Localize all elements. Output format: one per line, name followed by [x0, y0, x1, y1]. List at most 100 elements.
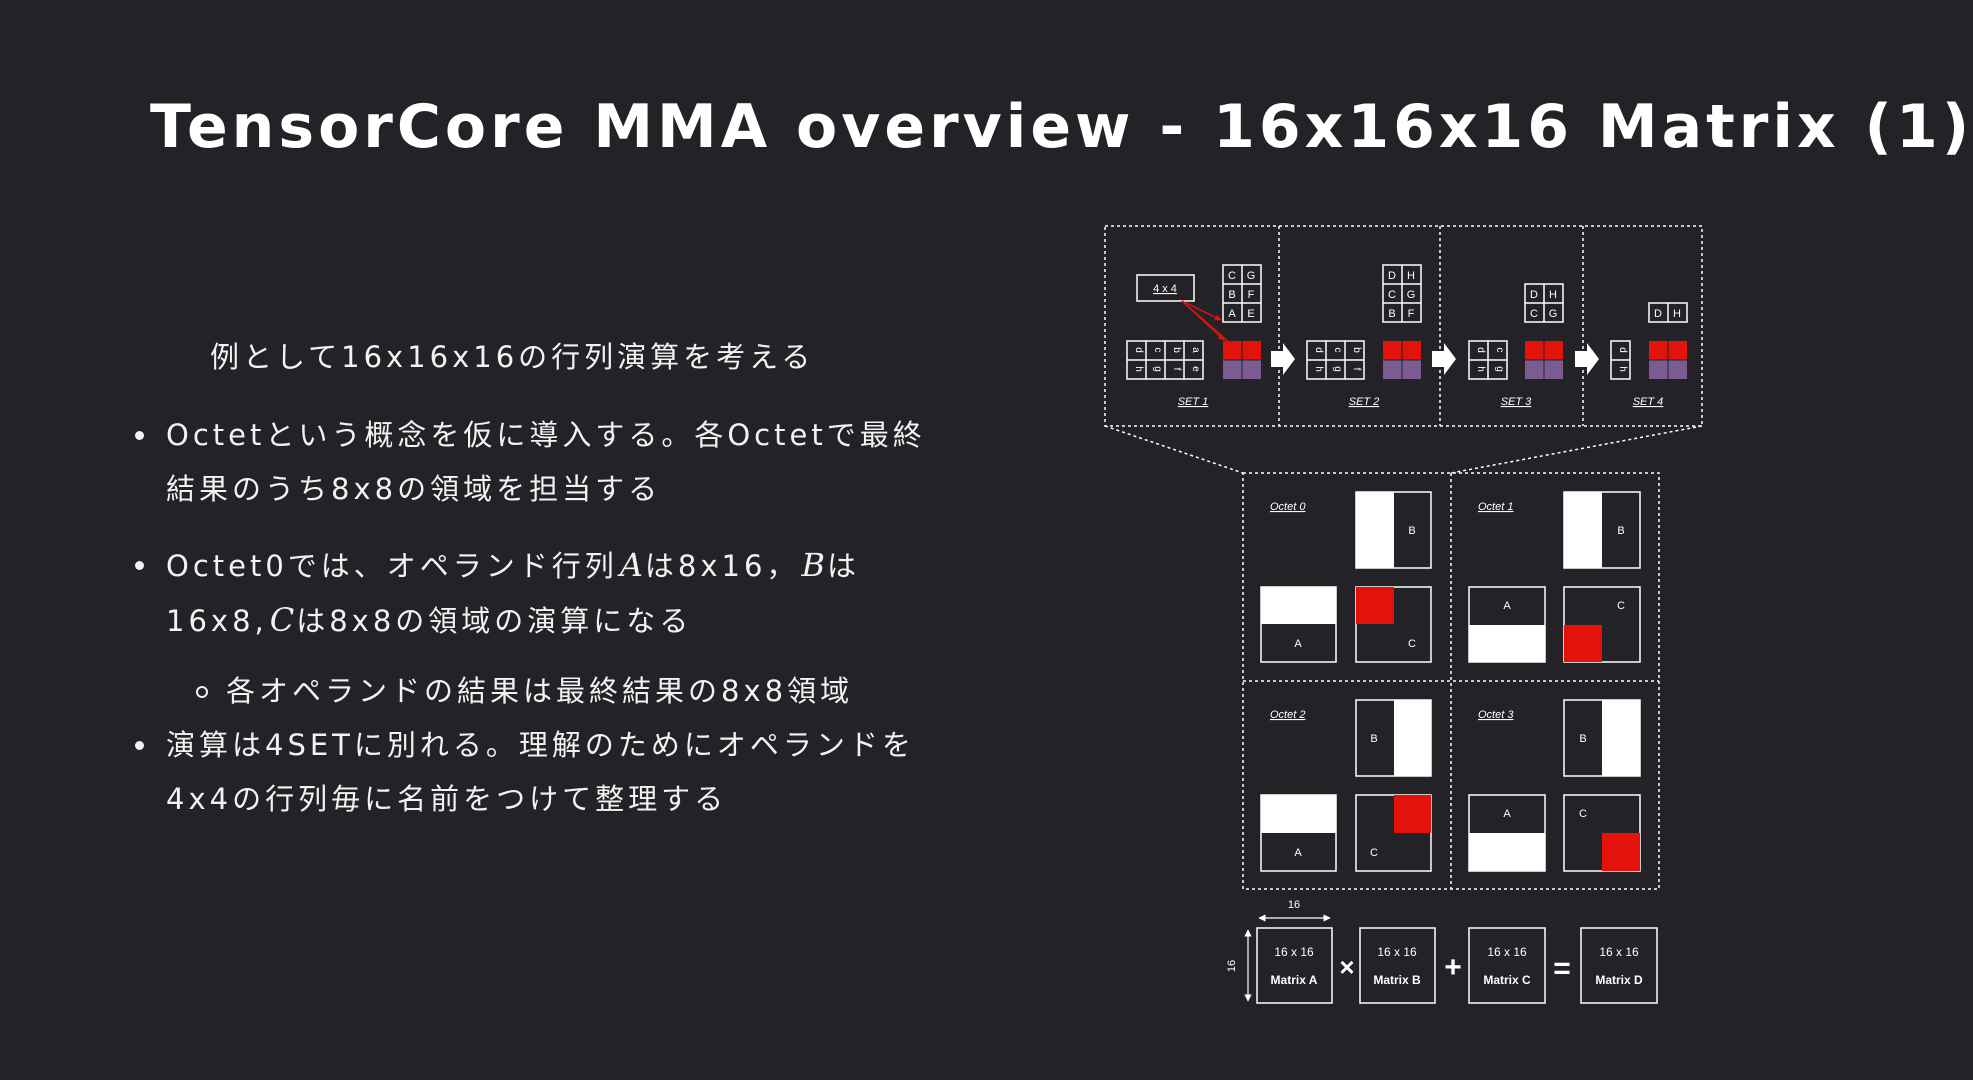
- plus-icon: +: [1444, 951, 1462, 984]
- set3-b-cell: C: [1530, 308, 1538, 320]
- matrix-c-size: 16 x 16: [1487, 945, 1527, 959]
- arrow-right-icon: [1432, 343, 1456, 375]
- set1-a-cell: e: [1190, 366, 1201, 372]
- mma-diagram: 4 x 4 C G B F A E h g f e d c b a: [1104, 225, 1703, 1004]
- math-var-a: A: [619, 546, 643, 584]
- sub-bullet-operand-result: 各オペランドの結果は最終結果の8x8領域: [130, 664, 930, 718]
- sets-panel: [1104, 225, 1703, 474]
- matrix-c-box: [1468, 927, 1546, 1004]
- arrow-right-icon: [1575, 343, 1599, 375]
- arrow-right-icon: [1271, 343, 1295, 375]
- octet-3-b-label: B: [1579, 733, 1586, 745]
- octet-3-label: Octet 3: [1478, 709, 1514, 721]
- octet-2-b-label: B: [1370, 733, 1377, 745]
- set3-a-cell: c: [1494, 348, 1505, 353]
- set4-a-cell: h: [1617, 366, 1628, 372]
- octet-1: Octet 1 B A C: [1468, 491, 1641, 663]
- set4-a-cell: d: [1617, 347, 1628, 353]
- set1-a-cell: c: [1152, 348, 1163, 353]
- octet-1-c-label: C: [1617, 600, 1625, 612]
- red-arrow-icon: [1181, 300, 1231, 344]
- set1-label: SET 1: [1178, 396, 1209, 408]
- slide-title: TensorCore MMA overview - 16x16x16 Matri…: [150, 92, 1973, 162]
- math-var-c: C: [269, 601, 295, 639]
- matrix-a-label: Matrix A: [1271, 973, 1318, 987]
- octet-panel: [1242, 472, 1660, 890]
- set2-b-cell: H: [1407, 270, 1415, 282]
- set4-label: SET 4: [1633, 396, 1664, 408]
- octet-0: Octet 0 B A C: [1260, 491, 1432, 663]
- set2-b-cell: G: [1407, 289, 1416, 301]
- octet-3-a-label: A: [1503, 808, 1511, 820]
- set4-result-block: [1649, 341, 1687, 379]
- set2-b-cell: C: [1388, 289, 1396, 301]
- set-1: 4 x 4 C G B F A E h g f e d c b a: [1126, 264, 1262, 408]
- set2-a-cell: f: [1351, 368, 1362, 371]
- set1-a-cell: d: [1133, 347, 1144, 353]
- set3-label: SET 3: [1501, 396, 1532, 408]
- octet-2-label: Octet 2: [1270, 709, 1305, 721]
- octet-2-a-label: A: [1294, 847, 1302, 859]
- set1-a-cell: g: [1152, 366, 1163, 372]
- set1-a-cell: h: [1133, 366, 1144, 372]
- math-var-b: B: [801, 546, 825, 584]
- set3-b-cell: G: [1549, 308, 1558, 320]
- set1-a-cell: f: [1171, 368, 1182, 371]
- set-4: D H h d SET 4: [1610, 302, 1688, 408]
- set2-a-cell: d: [1313, 347, 1324, 353]
- octet-2: Octet 2 B A C: [1260, 699, 1432, 872]
- set3-a-cell: d: [1475, 347, 1486, 353]
- octet-0-c-label: C: [1408, 638, 1416, 650]
- set2-a-cell: g: [1332, 366, 1343, 372]
- bullet-octet0-operands: Octet0では、オペランド行列Aは8x16，Bは16x8,Cは8x8の領域の演…: [130, 538, 930, 648]
- set2-result-block: [1383, 341, 1421, 379]
- matrix-d-box: [1580, 927, 1658, 1004]
- set1-b-cell: C: [1228, 270, 1236, 282]
- times-icon: ×: [1339, 952, 1354, 982]
- tile-4x4-label: 4 x 4: [1153, 283, 1177, 295]
- matrix-d-label: Matrix D: [1595, 973, 1643, 987]
- equals-icon: =: [1553, 952, 1571, 985]
- matrix-d-size: 16 x 16: [1599, 945, 1639, 959]
- set1-b-cell: B: [1228, 289, 1235, 301]
- octet-0-b-label: B: [1408, 525, 1415, 537]
- matrix-c-label: Matrix C: [1483, 973, 1531, 987]
- width-label: 16: [1288, 899, 1300, 911]
- red-arrow-icon: [1181, 300, 1222, 321]
- set-3: D H C G h g d c SET 3: [1468, 283, 1564, 408]
- set1-a-cell: b: [1171, 347, 1182, 353]
- bullet-octet0-text-1: Octet0では、オペランド行列: [166, 549, 618, 583]
- octet-3-c-label: C: [1579, 808, 1587, 820]
- set3-b-cell: D: [1530, 289, 1538, 301]
- equation-row: 16 16 16 x 16 Matrix A × 16 x 16 Matrix …: [1226, 899, 1658, 1004]
- set2-b-cell: B: [1388, 308, 1395, 320]
- octet-0-a-label: A: [1294, 638, 1302, 650]
- set1-b-cell: F: [1248, 289, 1255, 301]
- set1-b-cell: A: [1228, 308, 1236, 320]
- set4-b-cell: H: [1673, 308, 1681, 320]
- set3-a-cell: g: [1494, 366, 1505, 372]
- bullet-octet0-text-3: は16x8,: [166, 549, 860, 638]
- matrix-a-box: [1256, 927, 1333, 1004]
- intro-text: 例として16x16x16の行列演算を考える: [210, 340, 815, 374]
- set1-result-block: [1223, 341, 1261, 379]
- set-2: D H C G B F h g f d c b SET 2: [1306, 264, 1422, 408]
- octet-3: Octet 3 B A C: [1468, 699, 1641, 872]
- octet-0-label: Octet 0: [1270, 501, 1306, 513]
- octet-1-b-label: B: [1617, 525, 1624, 537]
- matrix-b-size: 16 x 16: [1377, 945, 1417, 959]
- text-panel: 例として16x16x16の行列演算を考える Octetという概念を仮に導入する。…: [130, 330, 930, 848]
- set3-a-cell: h: [1475, 366, 1486, 372]
- set1-a-cell: a: [1190, 347, 1201, 353]
- octet-1-label: Octet 1: [1478, 501, 1513, 513]
- bullet-octet0-text-2: は8x16，: [644, 549, 800, 583]
- set4-b-cell: D: [1654, 308, 1662, 320]
- set3-result-block: [1525, 341, 1563, 379]
- set2-b-cell: D: [1388, 270, 1396, 282]
- bullet-octet0-text-4: は8x8の領域の演算になる: [296, 604, 693, 638]
- set1-b-cell: E: [1247, 308, 1254, 320]
- set2-b-cell: F: [1408, 308, 1415, 320]
- set2-a-cell: b: [1351, 347, 1362, 353]
- tile-4x4-box: [1136, 274, 1195, 302]
- octet-1-a-label: A: [1503, 600, 1511, 612]
